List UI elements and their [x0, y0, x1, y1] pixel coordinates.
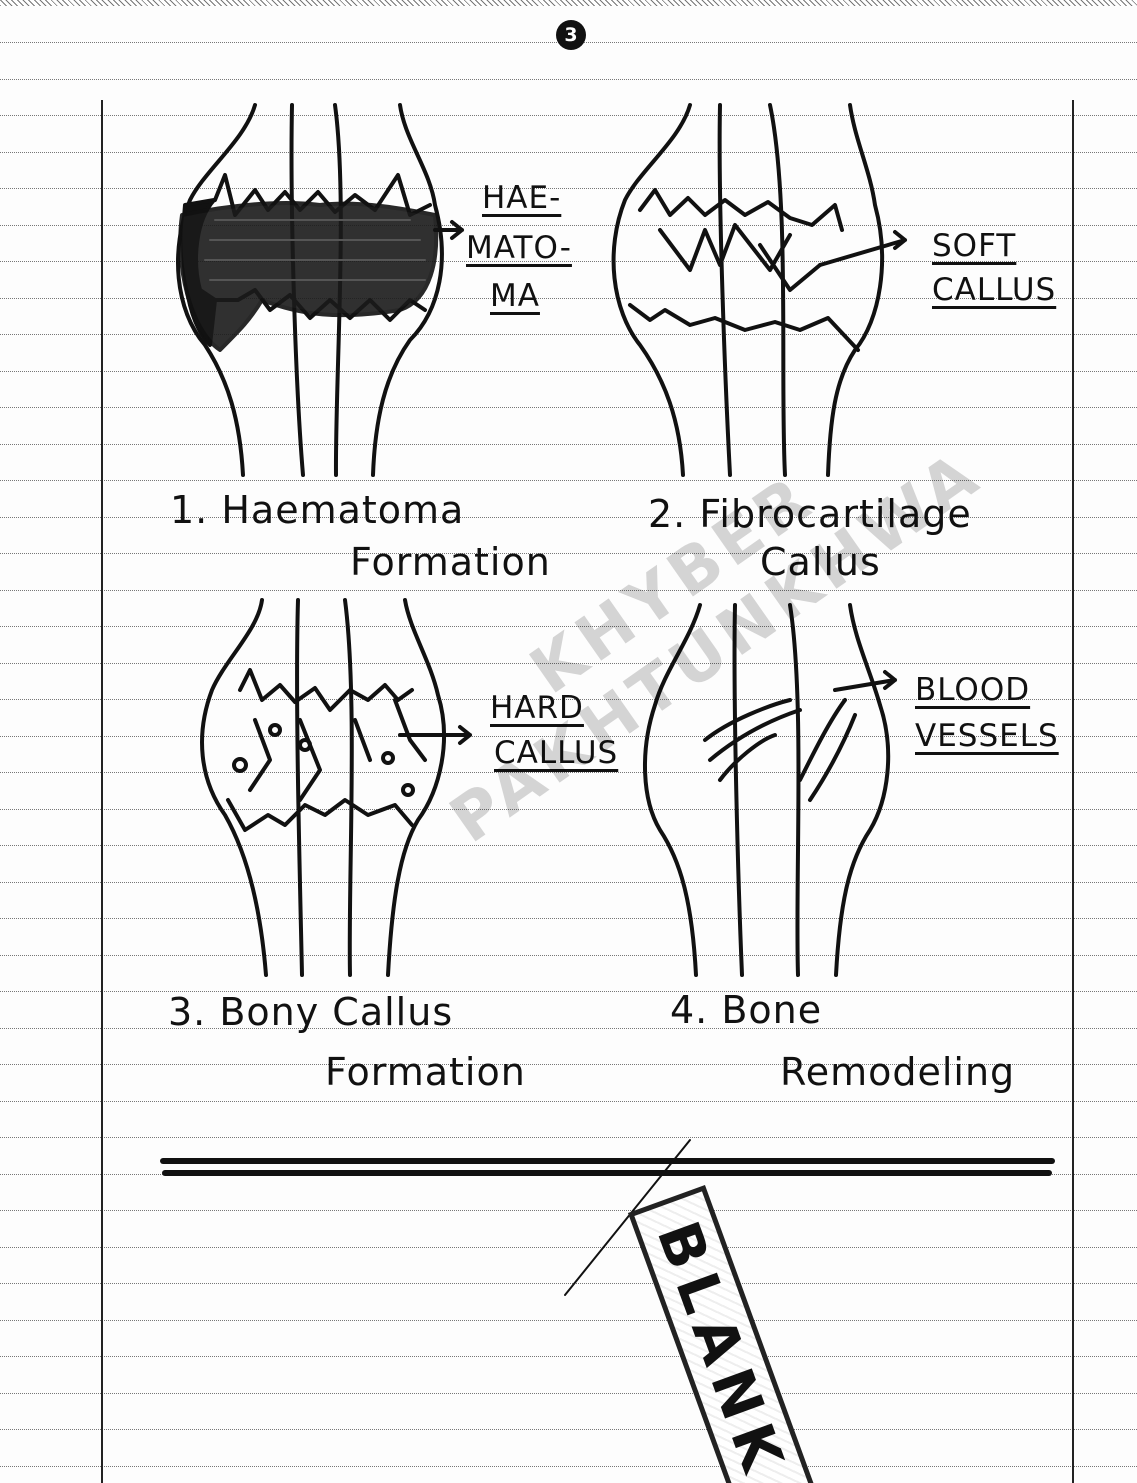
ruled-line [0, 918, 1137, 919]
ruled-line [0, 845, 1137, 846]
ruled-line [0, 407, 1137, 408]
caption-3-line-2: Formation [325, 1050, 526, 1094]
ruled-line [0, 1429, 1137, 1430]
left-margin-line [101, 100, 103, 1483]
haematoma-label-2: MATO- [466, 230, 572, 266]
ruled-line [0, 261, 1137, 262]
soft-callus-label-2: CALLUS [932, 272, 1057, 308]
caption-3-line-1: 3. Bony Callus [168, 990, 454, 1034]
ruled-line [0, 663, 1137, 664]
caption-1-line-1: 1. Haematoma [170, 488, 465, 532]
ruled-line [0, 225, 1137, 226]
ruled-line [0, 882, 1137, 883]
ruled-line [0, 1028, 1137, 1029]
ruled-line [0, 626, 1137, 627]
ruled-line [0, 991, 1137, 992]
end-double-rule-1 [160, 1158, 1055, 1164]
ruled-line [0, 115, 1137, 116]
haematoma-label-3: MA [490, 278, 540, 314]
caption-2-line-1: 2. Fibrocartilage [648, 492, 972, 536]
ruled-line [0, 1247, 1137, 1248]
ruled-line [0, 553, 1137, 554]
soft-callus-label-1: SOFT [932, 228, 1017, 264]
ruled-line [0, 1101, 1137, 1102]
ruled-line [0, 699, 1137, 700]
hard-callus-label-1: HARD [490, 690, 584, 726]
ruled-line [0, 1283, 1137, 1284]
ruled-line [0, 1393, 1137, 1394]
ruled-line [0, 1320, 1137, 1321]
ruled-line [0, 480, 1137, 481]
scan-top-band [0, 0, 1137, 6]
ruled-line [0, 772, 1137, 773]
blood-vessels-label-2: VESSELS [915, 718, 1059, 754]
ruled-line [0, 809, 1137, 810]
ruled-line [0, 1356, 1137, 1357]
right-margin-line [1072, 100, 1074, 1483]
ruled-line [0, 371, 1137, 372]
caption-2-line-2: Callus [760, 540, 881, 584]
caption-4-line-1: 4. Bone [670, 988, 823, 1032]
ruled-line [0, 1064, 1137, 1065]
blood-vessels-label-1: BLOOD [915, 672, 1031, 708]
ruled-line [0, 736, 1137, 737]
hard-callus-label-2: CALLUS [494, 735, 619, 771]
ruled-line [0, 79, 1137, 80]
ruled-line [0, 1137, 1137, 1138]
ruled-line [0, 1210, 1137, 1211]
ruled-line [0, 1466, 1137, 1467]
haematoma-label-1: HAE- [482, 180, 562, 216]
ruled-line [0, 334, 1137, 335]
caption-4-line-2: Remodeling [780, 1050, 1016, 1094]
caption-1-line-2: Formation [350, 540, 551, 584]
ruled-line [0, 955, 1137, 956]
end-double-rule-2 [162, 1170, 1052, 1176]
ruled-line [0, 188, 1137, 189]
ruled-line [0, 298, 1137, 299]
ruled-line [0, 517, 1137, 518]
page-number: 3 [556, 20, 586, 50]
ruled-line [0, 152, 1137, 153]
ruled-line [0, 444, 1137, 445]
ruled-line [0, 590, 1137, 591]
